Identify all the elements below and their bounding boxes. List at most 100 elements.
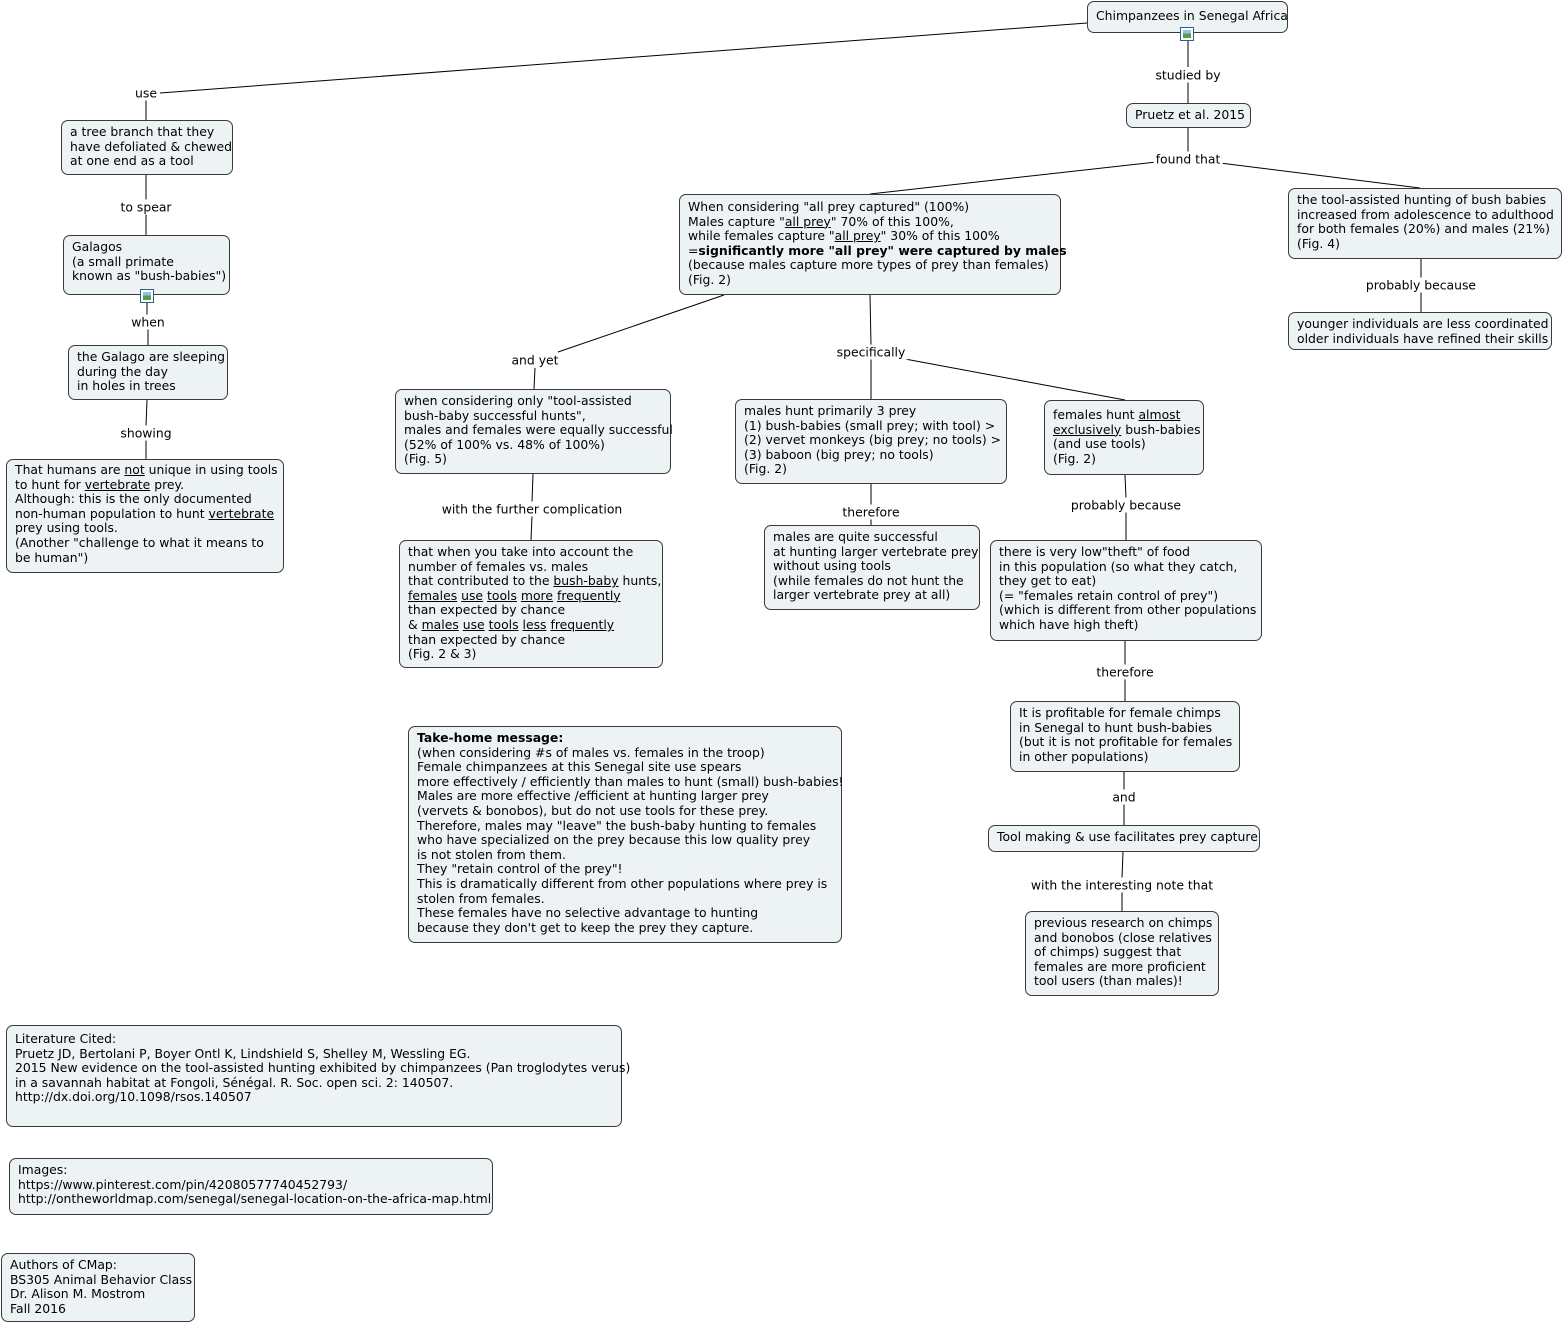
node-text-line: females hunt almost bbox=[1053, 407, 1181, 422]
node-text-line: (2) vervet monkeys (big prey; no tools) … bbox=[744, 432, 1002, 448]
link-label-showing[interactable]: showing bbox=[118, 425, 174, 441]
node-text-line: during the day bbox=[77, 363, 168, 379]
node-text-line: (= "females retain control of prey") bbox=[999, 587, 1219, 603]
node-text-line: http://ontheworldmap.com/senegal/senegal… bbox=[18, 1191, 492, 1207]
node-text-line: & males use tools less frequently bbox=[408, 616, 615, 632]
node-text-line: Tool making & use facilitates prey captu… bbox=[997, 829, 1258, 844]
link-label-and-yet[interactable]: and yet bbox=[509, 352, 561, 368]
image-sources[interactable]: Images:https://www.pinterest.com/pin/420… bbox=[9, 1158, 493, 1215]
image-icon[interactable] bbox=[1180, 27, 1194, 41]
link-label-to-spear[interactable]: to spear bbox=[118, 199, 174, 215]
node-text-line: which have high theft) bbox=[999, 616, 1139, 632]
node-text-line: Pruetz JD, Bertolani P, Boyer Ontl K, Li… bbox=[15, 1045, 471, 1061]
link-label-probably-because[interactable]: probably because bbox=[1068, 497, 1184, 513]
link-label-probably-because[interactable]: probably because bbox=[1363, 277, 1479, 293]
node-text-line: It is profitable for female chimps bbox=[1019, 705, 1221, 720]
node-text-line: (but it is not profitable for females bbox=[1019, 734, 1233, 750]
node-text-line: to hunt for vertebrate prey. bbox=[15, 476, 185, 492]
concept-tool-making-facilitates[interactable]: Tool making & use facilitates prey captu… bbox=[988, 825, 1260, 852]
node-text-line: They "retain control of the prey"! bbox=[417, 861, 623, 877]
node-text-line: younger individuals are less coordinated bbox=[1297, 316, 1549, 331]
link-label-further-complication[interactable]: with the further complication bbox=[439, 501, 625, 517]
node-text-line: at hunting larger vertebrate prey bbox=[773, 543, 979, 559]
link-label-specifically[interactable]: specifically bbox=[834, 344, 908, 360]
node-text-line: the tool-assisted hunting of bush babies bbox=[1297, 192, 1547, 207]
node-text-line: a tree branch that they bbox=[70, 124, 215, 139]
node-text-line: females use tools more frequently bbox=[408, 587, 621, 603]
node-text-line: (Fig. 4) bbox=[1297, 235, 1340, 251]
authors-of-cmap[interactable]: Authors of CMap:BS305 Animal Behavior Cl… bbox=[1, 1253, 195, 1322]
node-text-line: Chimpanzees in Senegal Africa bbox=[1096, 8, 1288, 23]
node-text-line: (3) baboon (big prey; no tools) bbox=[744, 446, 934, 462]
node-text-line: in other populations) bbox=[1019, 748, 1149, 764]
node-text-line: (Fig. 2 & 3) bbox=[408, 646, 477, 662]
node-text-line: when considering only "tool-assisted bbox=[404, 393, 632, 408]
node-text-line: This is dramatically different from othe… bbox=[417, 875, 828, 891]
node-text-line: (a small primate bbox=[72, 253, 174, 269]
link-label-therefore[interactable]: therefore bbox=[840, 504, 902, 520]
node-text-line: Literature Cited: bbox=[15, 1031, 117, 1046]
node-text-line: larger vertebrate prey at all) bbox=[773, 587, 951, 603]
node-text-line: males and females were equally successfu… bbox=[404, 422, 673, 438]
node-text-line: (Another "challenge to what it means to bbox=[15, 534, 264, 550]
node-text-line: tool users (than males)! bbox=[1034, 973, 1183, 989]
node-text-line: (while females do not hunt the bbox=[773, 572, 964, 588]
concept-pruetz-2015[interactable]: Pruetz et al. 2015 bbox=[1126, 103, 1251, 128]
node-text-line: stolen from females. bbox=[417, 890, 545, 906]
node-text-line: Authors of CMap: bbox=[10, 1257, 117, 1272]
concept-all-prey-captured[interactable]: When considering "all prey captured" (10… bbox=[679, 194, 1067, 295]
node-text-line: because they don't get to keep the prey … bbox=[417, 919, 754, 935]
node-text-line: Images: bbox=[18, 1162, 68, 1177]
node-text-line: who have specialized on the prey because… bbox=[417, 832, 811, 848]
node-text-line: Female chimpanzees at this Senegal site … bbox=[417, 759, 742, 775]
concept-humans-not-unique[interactable]: That humans are not unique in using tool… bbox=[6, 459, 284, 573]
node-text-line: non-human population to hunt vertebrate bbox=[15, 505, 275, 521]
link-label-studied-by[interactable]: studied by bbox=[1153, 67, 1223, 83]
link-label-when[interactable]: when bbox=[129, 314, 167, 330]
node-text-line: BS305 Animal Behavior Class bbox=[10, 1271, 193, 1287]
node-text-line: more effectively / efficiently than male… bbox=[417, 773, 844, 789]
node-text-line: https://www.pinterest.com/pin/4208057774… bbox=[18, 1176, 348, 1192]
concept-adolescence-adulthood[interactable]: the tool-assisted hunting of bush babies… bbox=[1288, 188, 1562, 259]
link-label-use[interactable]: use bbox=[133, 85, 159, 101]
concept-males-hunt-3-prey[interactable]: males hunt primarily 3 prey(1) bush-babi… bbox=[735, 399, 1007, 484]
node-text-line: in a savannah habitat at Fongoli, Sénéga… bbox=[15, 1074, 454, 1090]
concept-take-home-message[interactable]: Take-home message:(when considering #s o… bbox=[408, 726, 844, 943]
node-text-line: Males are more effective /efficient at h… bbox=[417, 788, 769, 804]
link-label-and[interactable]: and bbox=[1110, 789, 1138, 805]
node-text-line: and bonobos (close relatives bbox=[1034, 929, 1212, 945]
node-text-line: 2015 New evidence on the tool-assisted h… bbox=[15, 1060, 631, 1076]
node-text-line: (1) bush-babies (small prey; with tool) … bbox=[744, 417, 996, 433]
link-label-found-that[interactable]: found that bbox=[1153, 151, 1223, 167]
literature-cited[interactable]: Literature Cited:Pruetz JD, Bertolani P,… bbox=[6, 1025, 631, 1127]
concept-chimpanzees-in-senegal[interactable]: Chimpanzees in Senegal Africa bbox=[1087, 1, 1288, 33]
node-text-line: that contributed to the bush-baby hunts, bbox=[408, 573, 662, 589]
link-label-therefore[interactable]: therefore bbox=[1094, 664, 1156, 680]
node-text-line: When considering "all prey captured" (10… bbox=[688, 199, 970, 214]
node-text-line: previous research on chimps bbox=[1034, 915, 1213, 930]
node-text-line: be human") bbox=[15, 549, 89, 565]
node-text-line: prey using tools. bbox=[15, 520, 118, 536]
node-text-line: (Fig. 2) bbox=[688, 271, 731, 287]
node-text-line: bush-baby successful hunts", bbox=[404, 407, 586, 423]
concept-younger-individuals[interactable]: younger individuals are less coordinated… bbox=[1288, 312, 1552, 350]
link-label-interesting-note[interactable]: with the interesting note that bbox=[1028, 877, 1216, 893]
node-text-line: Males capture "all prey" 70% of this 100… bbox=[688, 213, 954, 229]
node-text-line: that when you take into account the bbox=[408, 544, 634, 559]
node-text-line: males are quite successful bbox=[773, 529, 938, 544]
node-text-line: (Fig. 2) bbox=[744, 461, 787, 477]
node-text-line: number of females vs. males bbox=[408, 558, 589, 574]
node-text-line: in holes in trees bbox=[77, 378, 176, 394]
image-icon[interactable] bbox=[140, 289, 154, 303]
node-text-line: females are more proficient bbox=[1034, 958, 1206, 974]
